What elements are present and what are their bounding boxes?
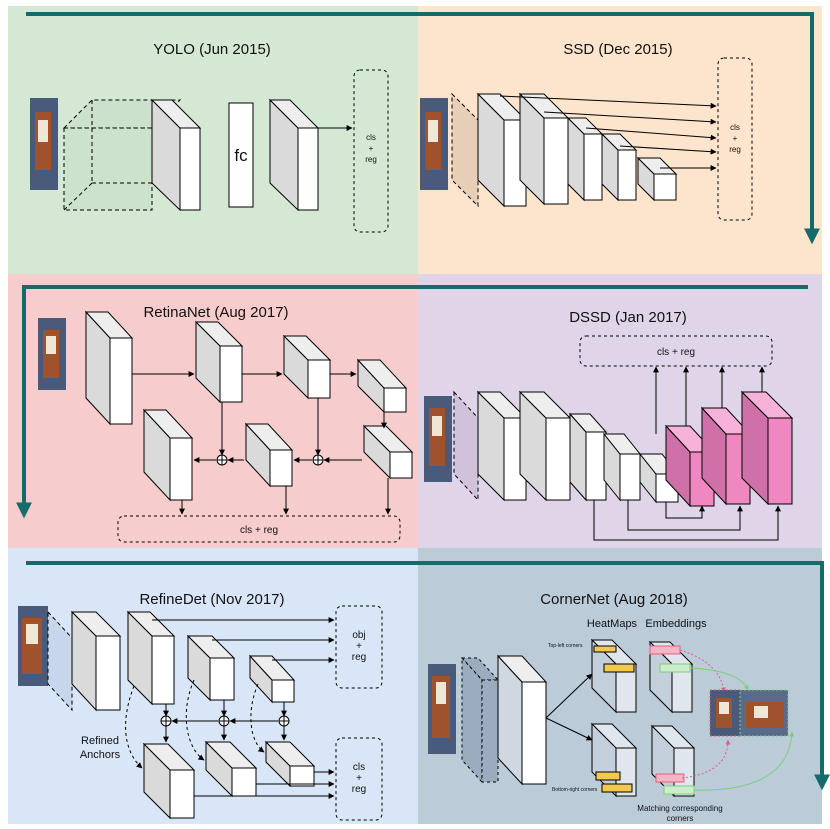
ssd-input-volume: [451, 92, 479, 208]
ssd-head-cls: cls: [730, 123, 740, 132]
dssd-deconv-layers: [664, 390, 794, 508]
refinedet-anchor-refinement: [125, 679, 265, 769]
refinedet-input-image: [18, 606, 48, 686]
cornernet-input-image: [428, 664, 456, 754]
refined-anchors-label-line2: Anchors: [80, 749, 121, 761]
retinanet-pyramid: [142, 408, 414, 502]
refinedet-bottom-head-cls: cls: [353, 762, 365, 773]
yolo-head-cls: cls: [366, 133, 376, 142]
retinanet-panel: [8, 274, 418, 548]
cornernet-title: CornerNet (Aug 2018): [540, 591, 688, 608]
refined-anchors-label-line1: Refined: [81, 735, 119, 747]
refinedet-top-head-box: [335, 605, 383, 689]
bottom-right-corners-label: Bottom-right corners: [552, 787, 598, 793]
top-left-corners-label: Top-left corners: [548, 643, 583, 649]
ssd-title: SSD (Dec 2015): [563, 41, 672, 58]
dssd-title: DSSD (Jan 2017): [569, 309, 687, 326]
yolo-head-box: [353, 69, 389, 233]
yolo-head-plus: +: [369, 144, 374, 153]
cornernet-top-left-heatmap: [590, 638, 638, 714]
cornernet-bottom-right-heatmap: [590, 722, 638, 798]
refinedet-backbone: [70, 610, 296, 712]
refinedet-top-head-reg: reg: [352, 652, 366, 663]
refinedet-sum-nodes: [160, 715, 290, 727]
retinanet-input-image: [38, 318, 66, 390]
yolo-output-block: [268, 98, 320, 212]
cornernet-hourglass: [460, 654, 548, 786]
matching-corners-label-line2: corners: [667, 814, 694, 823]
refinedet-bottom-head-box: [335, 737, 383, 821]
flow-arrow-row2: [16, 285, 808, 519]
ssd-head-box: [717, 57, 753, 221]
retinanet-connections: [132, 371, 391, 515]
ssd-head-reg: reg: [729, 145, 741, 154]
cornernet-matching-arrows: [679, 649, 795, 791]
dssd-input-image: [424, 396, 452, 482]
dssd-head-box: [579, 335, 773, 367]
cornernet-bottom-right-embedding: [650, 724, 696, 798]
yolo-conv-block: [150, 98, 202, 212]
ssd-input-image: [420, 98, 448, 190]
dssd-head-label: cls + reg: [657, 347, 695, 358]
yolo-input-volume: [62, 99, 182, 211]
cornernet-top-left-embedding: [648, 640, 694, 714]
flow-arrow-row3: [26, 561, 830, 791]
fc-label: fc: [234, 146, 248, 165]
cornernet-output-image: [709, 689, 789, 737]
matching-corners-label-line1: Matching corresponding: [637, 804, 722, 813]
refinedet-odm: [142, 740, 316, 820]
yolo-title: YOLO (Jun 2015): [153, 41, 271, 58]
ssd-head-arrows: [499, 95, 717, 171]
yolo-fc-layer: fc: [228, 102, 254, 208]
retinanet-sum-nodes: [216, 454, 324, 466]
refinedet-top-head-plus: +: [356, 641, 362, 652]
retinanet-backbone: [84, 310, 408, 426]
ssd-feature-maps: [476, 92, 678, 208]
retinanet-title: RetinaNet (Aug 2017): [143, 304, 288, 321]
dssd-connections: [593, 366, 781, 541]
heatmaps-label: HeatMaps: [587, 618, 638, 630]
yolo-input-image: [30, 98, 58, 190]
retinanet-head-box: [117, 515, 401, 543]
flow-arrow-row1: [26, 12, 820, 245]
dssd-input-volume: [453, 390, 479, 502]
yolo-head-reg: reg: [365, 155, 377, 164]
embeddings-label: Embeddings: [645, 618, 707, 630]
refinedet-bottom-head-reg: reg: [352, 784, 366, 795]
refinedet-title: RefineDet (Nov 2017): [139, 591, 284, 608]
ssd-head-plus: +: [733, 134, 738, 143]
retinanet-head-label: cls + reg: [240, 525, 278, 536]
refinedet-connections: [152, 617, 335, 799]
cornernet-branch-arrows: [545, 673, 593, 741]
refinedet-input-volume: [47, 610, 73, 712]
refinedet-top-head-obj: obj: [352, 630, 365, 641]
refinedet-bottom-head-plus: +: [356, 773, 362, 784]
